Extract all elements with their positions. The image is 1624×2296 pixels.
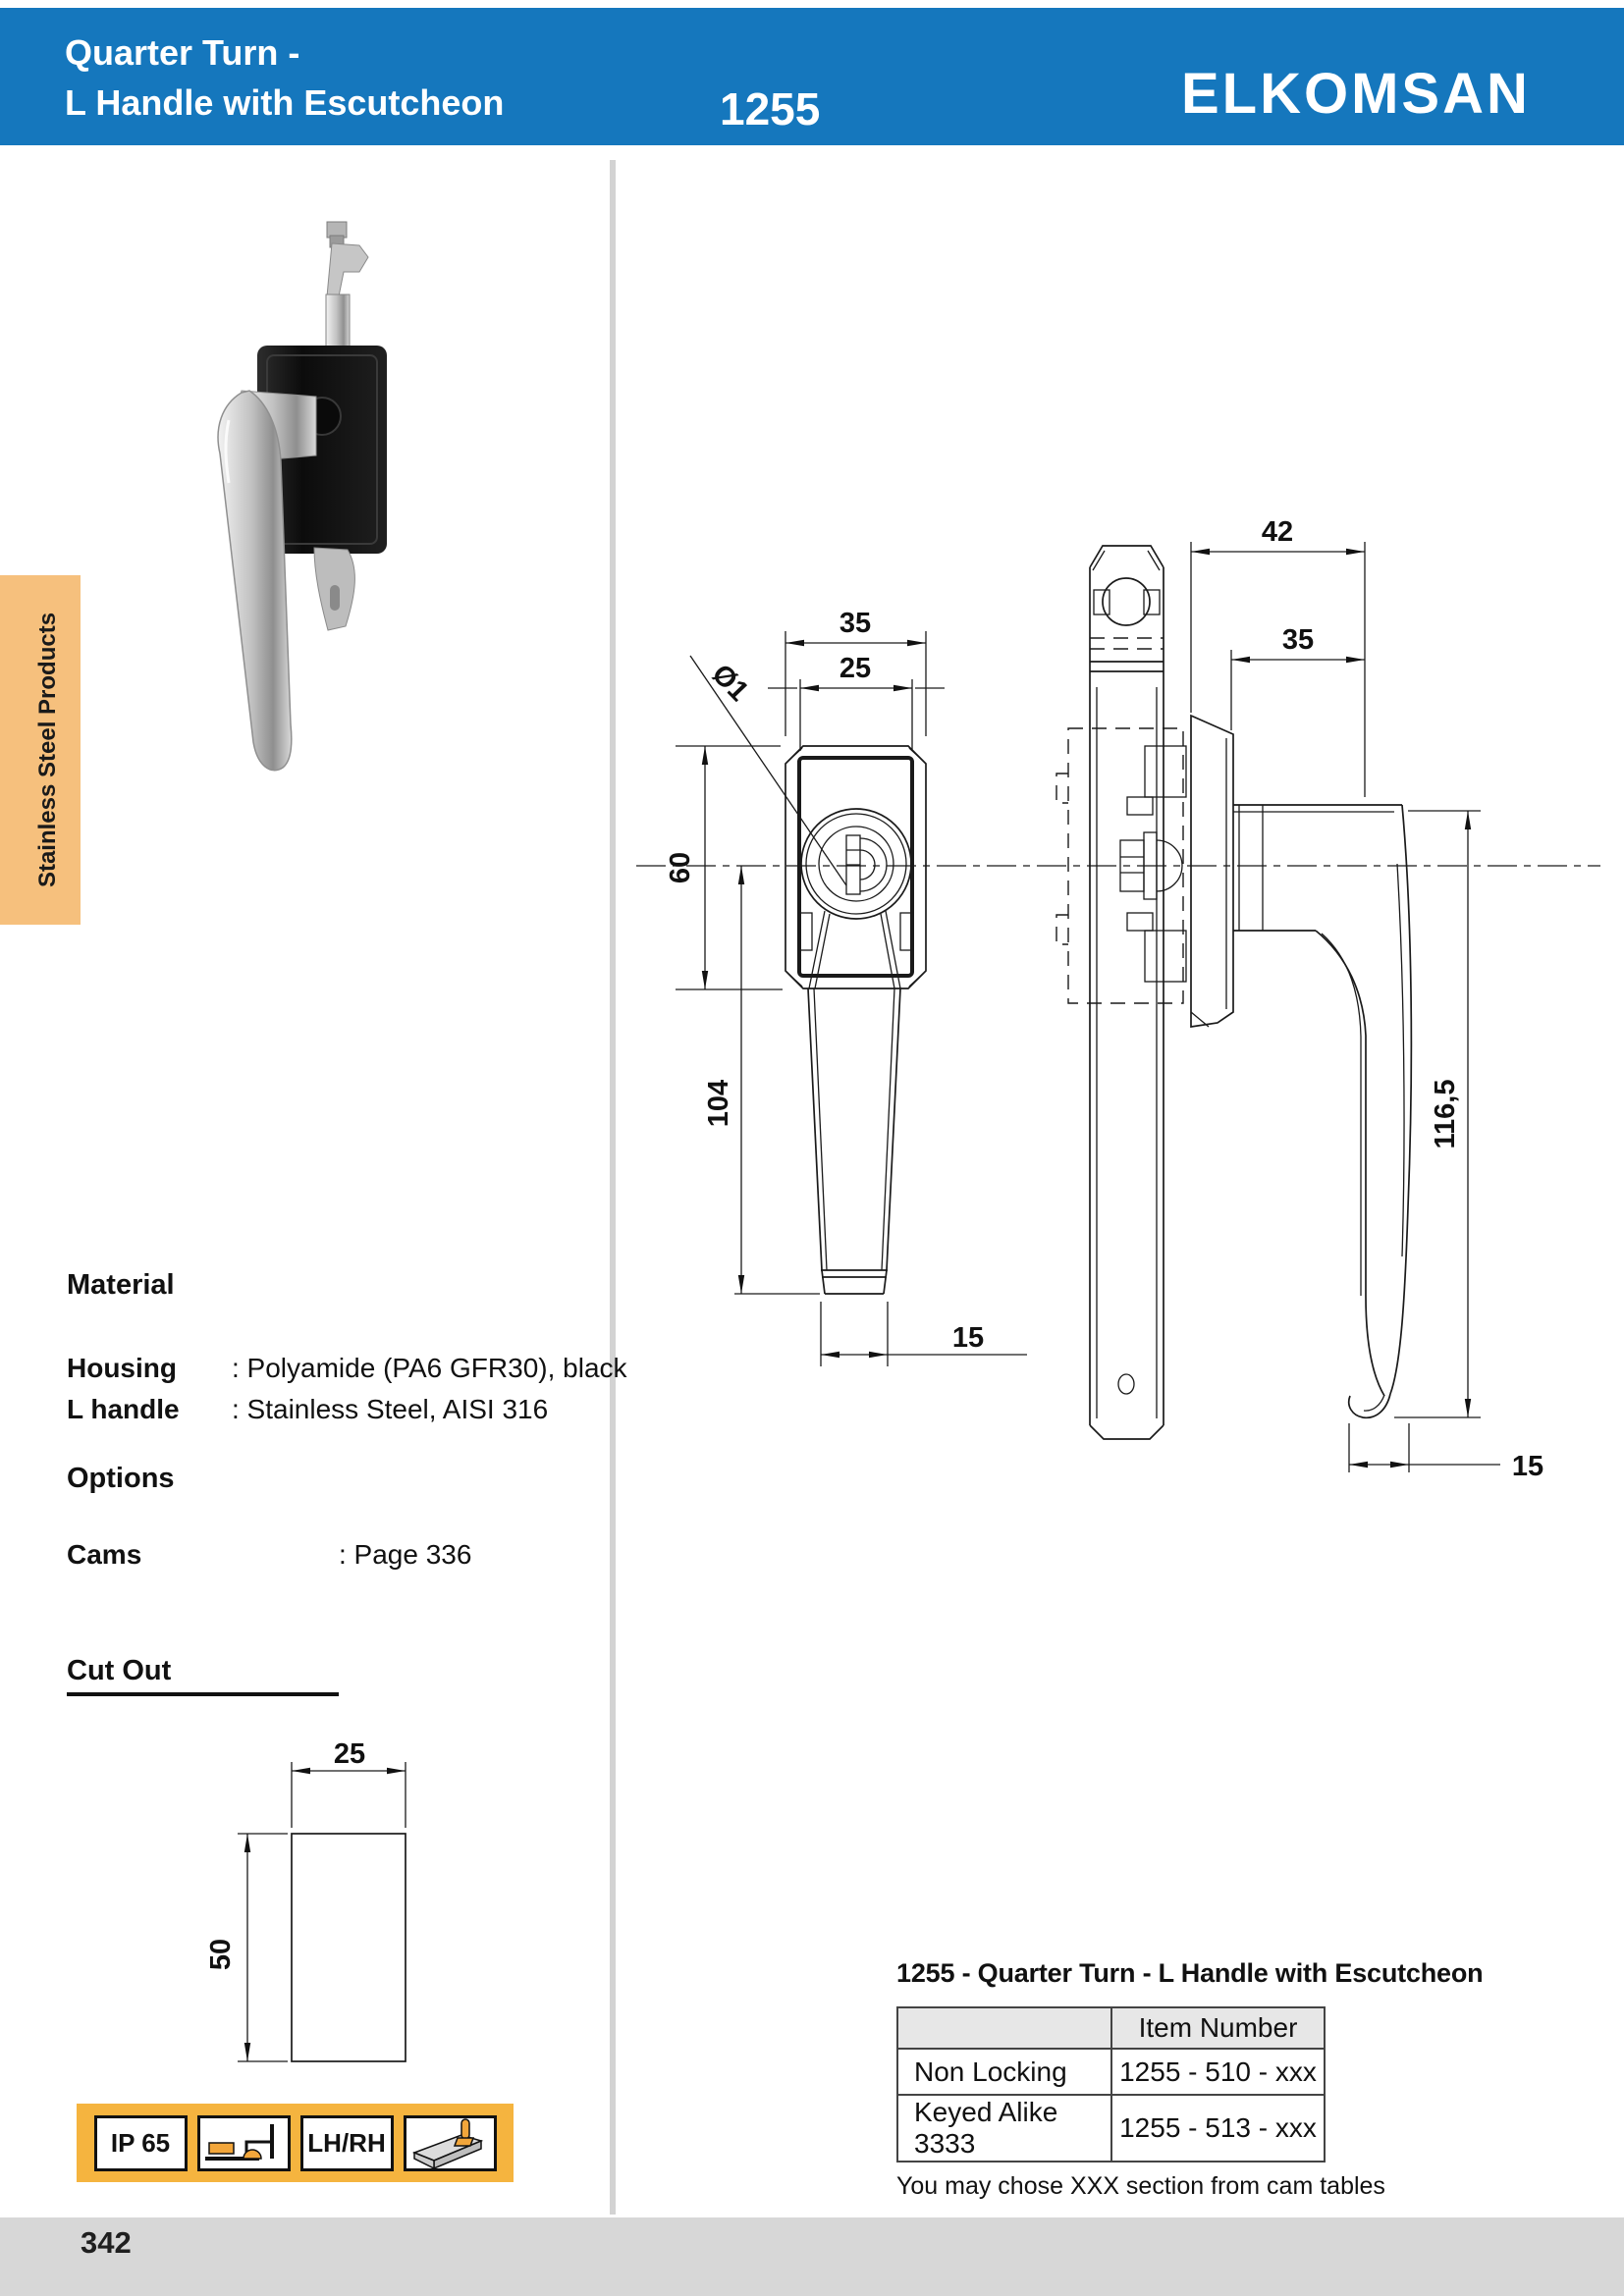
sidebar-category-label: Stainless Steel Products <box>34 612 62 888</box>
technical-drawing: 35 25 60 104 15 Ø1 <box>636 516 1600 1482</box>
material-heading: Material <box>67 1269 175 1301</box>
material-label-housing: Housing <box>67 1353 177 1383</box>
side-view <box>1056 545 1413 1440</box>
cutout-heading: Cut Out <box>67 1655 172 1686</box>
escutcheon-side <box>1190 714 1234 1028</box>
page-number: 342 <box>81 2225 132 2260</box>
handing-label: LH/RH <box>307 2127 386 2158</box>
options-row-cams: Cams : Page 336 <box>67 1539 471 1571</box>
page-title: Quarter Turn - L Handle with Escutcheon <box>65 27 504 128</box>
ip-rating-badge: IP 65 <box>93 2114 188 2171</box>
product-code: 1255 <box>720 83 821 134</box>
cam-tool-badge <box>403 2114 497 2171</box>
page-title-line2: L Handle with Escutcheon <box>65 82 505 123</box>
dim-cutout-50: 50 <box>205 1939 237 1970</box>
column-divider <box>610 160 616 2215</box>
options-value-cams: : Page 336 <box>339 1539 472 1570</box>
keyway <box>845 834 888 895</box>
dim-front-15: 15 <box>952 1322 984 1354</box>
options-label-cams: Cams <box>67 1539 142 1570</box>
feature-badge-strip: IP 65 LH/RH <box>77 2104 514 2182</box>
page-title-line1: Quarter Turn - <box>65 32 300 73</box>
options-heading: Options <box>67 1463 175 1494</box>
product-photo <box>217 221 387 772</box>
front-dimensions: 35 25 60 104 15 Ø1 <box>665 608 1027 1366</box>
brand-logo: ELKOMSAN <box>1181 62 1531 126</box>
photo-bottom-cam <box>313 547 355 631</box>
order-table-section: 1255 - Quarter Turn - L Handle with Escu… <box>896 1958 1484 2201</box>
dim-side-15: 15 <box>1512 1451 1543 1482</box>
table-row: Non Locking 1255 - 510 - xxx <box>896 2048 1326 2096</box>
ip-rating-label: IP 65 <box>110 2127 171 2158</box>
dim-side-35: 35 <box>1282 624 1314 656</box>
dim-front-35: 35 <box>839 608 871 639</box>
sidebar-category-tab: Stainless Steel Products <box>0 575 81 925</box>
material-value-lhandle: : Stainless Steel, AISI 316 <box>232 1394 549 1424</box>
front-view <box>785 745 927 1295</box>
dim-front-25: 25 <box>839 653 871 684</box>
hidden-housing <box>1067 727 1184 1004</box>
dim-front-60: 60 <box>665 852 696 883</box>
page-header: Quarter Turn - L Handle with Escutcheon … <box>0 8 1624 145</box>
item-number-cell-510: 1255 - 510 - xxx <box>1110 2048 1326 2096</box>
order-table-title: 1255 - Quarter Turn - L Handle with Escu… <box>896 1958 1484 1988</box>
dim-side-116-5: 116,5 <box>1430 1080 1461 1149</box>
dim-cutout-25: 25 <box>334 1738 365 1770</box>
table-row: Keyed Alike 3333 1255 - 513 - xxx <box>896 2094 1326 2163</box>
dim-front-104: 104 <box>703 1080 734 1127</box>
material-value-housing: : Polyamide (PA6 GFR30), black <box>232 1353 627 1383</box>
side-handle <box>1233 804 1413 1419</box>
mounting-badge <box>196 2114 291 2171</box>
variant-cell-non-locking: Non Locking <box>896 2048 1112 2096</box>
material-row-lhandle: L handle : Stainless Steel, AISI 316 <box>67 1394 548 1425</box>
order-table-footnote: You may chose XXX section from cam table… <box>896 2172 1385 2200</box>
handing-badge: LH/RH <box>299 2114 394 2171</box>
photo-cam-assembly <box>325 221 369 360</box>
front-lever <box>807 910 901 1295</box>
item-number-column-header: Item Number <box>1110 2006 1326 2050</box>
order-table-header-row: Item Number <box>896 2006 1326 2050</box>
variant-cell-keyed-alike: Keyed Alike 3333 <box>896 2094 1112 2163</box>
dim-side-42: 42 <box>1262 516 1293 548</box>
side-dimensions: 42 35 116,5 15 <box>1190 516 1543 1482</box>
order-table: Item Number Non Locking 1255 - 510 - xxx… <box>896 2006 1326 2163</box>
material-label-lhandle: L handle <box>67 1394 180 1424</box>
cam-profile-icon <box>411 2117 483 2168</box>
photo-l-handle <box>217 390 317 772</box>
variant-column-header <box>896 2006 1112 2050</box>
item-number-cell-513: 1255 - 513 - xxx <box>1110 2094 1326 2163</box>
panel-mount-icon <box>204 2123 274 2161</box>
page-footer: 342 <box>0 2217 1624 2296</box>
cutout-drawing: 25 50 <box>205 1738 406 2062</box>
cutout-rectangle <box>291 1833 406 2062</box>
cutout-heading-rule <box>67 1692 339 1696</box>
dim-keyway-dia: Ø1 <box>706 659 755 708</box>
material-row-housing: Housing : Polyamide (PA6 GFR30), black <box>67 1353 627 1384</box>
